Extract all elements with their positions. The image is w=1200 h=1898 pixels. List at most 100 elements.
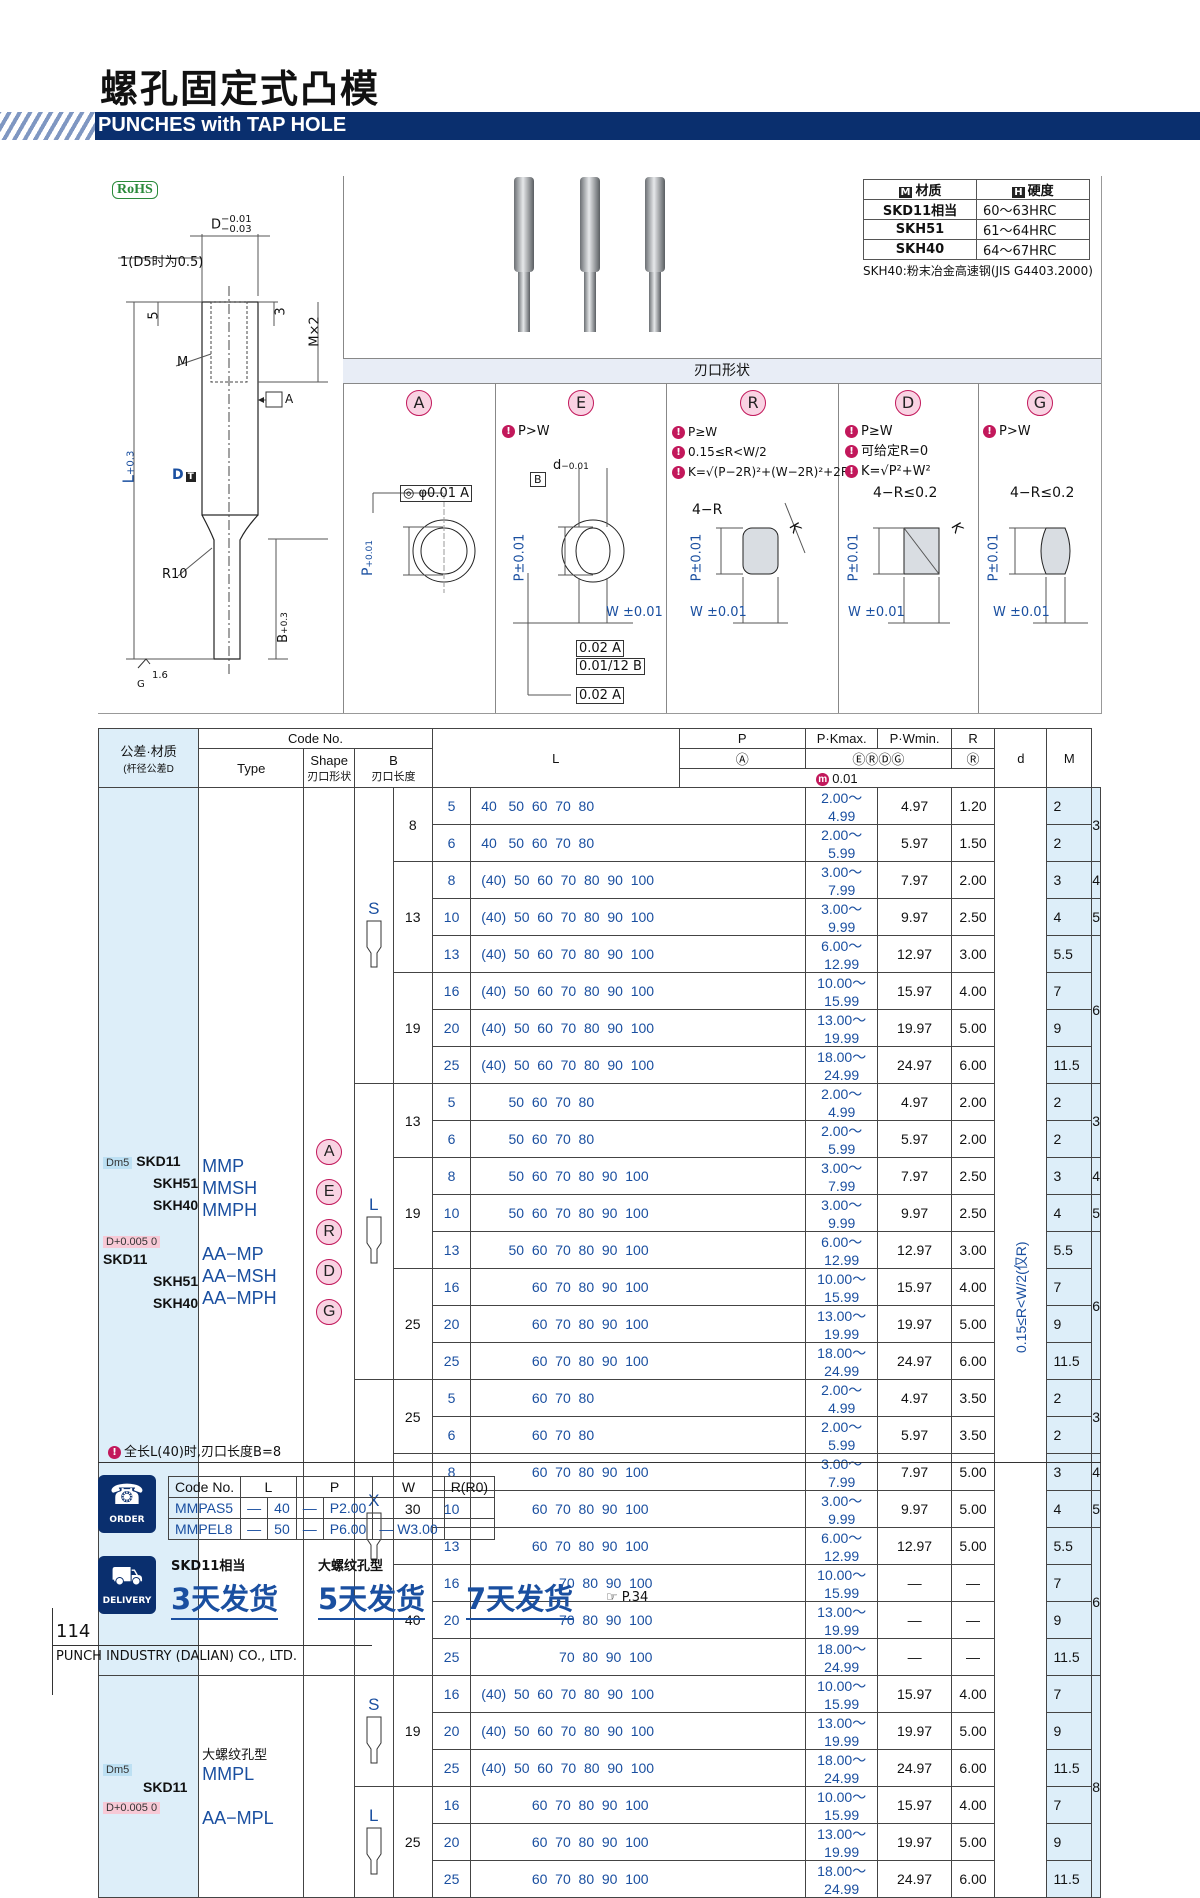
d-cell: 7 bbox=[1046, 1268, 1093, 1307]
length-cell: (40) 50 60 70 80 90 100 bbox=[470, 972, 806, 1011]
p-range-cell: 2.00～ 5.99 bbox=[804, 824, 879, 863]
d-cell: 7 bbox=[1046, 1786, 1093, 1825]
p-range-cell: 2.00～ 4.99 bbox=[804, 1379, 879, 1418]
d-cell: 9 bbox=[1046, 1823, 1093, 1862]
shape-cell bbox=[303, 1675, 356, 1898]
d-cell: 11.5 bbox=[1046, 1638, 1093, 1677]
length-cell: (40) 50 60 70 80 90 100 bbox=[470, 1009, 806, 1048]
diameter-cell: 16 bbox=[431, 1675, 472, 1714]
shape-r-radius: 4−R bbox=[692, 502, 723, 518]
shape-d-badge: D bbox=[895, 390, 921, 416]
p-wmin-cell: — bbox=[950, 1601, 996, 1640]
p-kmax-cell: — bbox=[877, 1601, 952, 1640]
p-wmin-cell: 5.00 bbox=[950, 1453, 996, 1492]
p-range-cell: 2.00～ 5.99 bbox=[804, 1120, 879, 1159]
parallelism: 0.01/12 B bbox=[576, 658, 645, 675]
diameter-cell: 25 bbox=[431, 1638, 472, 1677]
p-kmax-cell: 5.97 bbox=[877, 1416, 952, 1455]
diameter-cell: 25 bbox=[431, 1860, 472, 1898]
diameter-cell: 20 bbox=[431, 1305, 472, 1344]
p-wmin-cell: 2.50 bbox=[950, 1194, 996, 1233]
order-icon: ☎ORDER bbox=[98, 1475, 156, 1533]
length-cell: 40 50 60 70 80 bbox=[470, 824, 806, 863]
p-wmin-cell: 6.00 bbox=[950, 1342, 996, 1381]
diameter-cell: 25 bbox=[431, 1046, 472, 1085]
d-cell: 2 bbox=[1046, 1379, 1093, 1418]
page-reference-link[interactable]: ☞ P.34 bbox=[606, 1590, 649, 1605]
p-wmin-cell: 5.00 bbox=[950, 1712, 996, 1751]
diameter-cell: 10 bbox=[431, 1194, 472, 1233]
dim-b: B+0.3 bbox=[275, 612, 291, 643]
rohs-badge: RoHS bbox=[112, 181, 158, 199]
p-kmax-cell: 4.97 bbox=[877, 1083, 952, 1122]
shape-d-p: P±0.01 bbox=[846, 533, 862, 582]
d-cell: 4 bbox=[1046, 1490, 1093, 1529]
shape-e-w: W ±0.01 bbox=[606, 605, 663, 620]
p-range-cell: 3.00～ 7.99 bbox=[804, 861, 879, 900]
p-range-cell: 10.00～15.99 bbox=[804, 1675, 879, 1714]
p-wmin-cell: 2.00 bbox=[950, 1120, 996, 1159]
p-range-cell: 18.00～24.99 bbox=[804, 1342, 879, 1381]
blade-length-cell: 25 bbox=[392, 1379, 433, 1455]
p-kmax-cell: 19.97 bbox=[877, 1305, 952, 1344]
shape-g-p: P±0.01 bbox=[986, 533, 1002, 582]
p-kmax-cell: 9.97 bbox=[877, 898, 952, 937]
p-kmax-cell: 7.97 bbox=[877, 861, 952, 900]
shape-d-notes: !P≥W !可给定R=0 !K=√P²+W² bbox=[845, 422, 931, 482]
shape-r-w: W ±0.01 bbox=[690, 605, 747, 620]
banner-stripes bbox=[0, 112, 95, 140]
m-cell: 4 bbox=[1091, 1453, 1101, 1492]
length-cell: (40) 50 60 70 80 90 100 bbox=[470, 1712, 806, 1751]
p-range-cell: 13.00～19.99 bbox=[804, 1712, 879, 1751]
p-range-cell: 18.00～24.99 bbox=[804, 1046, 879, 1085]
title-banner bbox=[0, 112, 1200, 140]
shape-a-badge: A bbox=[406, 390, 432, 416]
p-range-cell: 3.00～ 9.99 bbox=[804, 898, 879, 937]
p-wmin-cell: 2.00 bbox=[950, 861, 996, 900]
p-range-cell: 10.00～15.99 bbox=[804, 1564, 879, 1603]
shape-g-notes: !P>W bbox=[983, 422, 1031, 442]
footer-rule bbox=[52, 1608, 53, 1695]
m-cell: 6 bbox=[1091, 935, 1101, 1085]
p-kmax-cell: 15.97 bbox=[877, 972, 952, 1011]
p-range-cell: 13.00～19.99 bbox=[804, 1009, 879, 1048]
flatness-2: 0.02 A bbox=[576, 687, 624, 704]
diameter-cell: 20 bbox=[431, 1823, 472, 1862]
punch-profile-icon bbox=[366, 1216, 382, 1264]
length-cell: (40) 50 60 70 80 90 100 bbox=[470, 898, 806, 937]
shape-e-badge: E bbox=[568, 390, 594, 416]
length-cell: 50 60 70 80 bbox=[470, 1120, 806, 1159]
diameter-cell: 25 bbox=[431, 1342, 472, 1381]
p-wmin-cell: 6.00 bbox=[950, 1749, 996, 1788]
shape-a-tolerance: ◎ φ0.01 A bbox=[400, 485, 473, 502]
shape-g-badge: G bbox=[1027, 390, 1053, 416]
shape-a-p: P+0.01 bbox=[360, 539, 377, 577]
diameter-cell: 8 bbox=[431, 861, 472, 900]
p-range-cell: 18.00～24.99 bbox=[804, 1638, 879, 1677]
length-cell: 50 60 70 80 90 100 bbox=[470, 1157, 806, 1196]
p-kmax-cell: 24.97 bbox=[877, 1342, 952, 1381]
product-photo bbox=[514, 177, 665, 332]
shape-profile-cell: S bbox=[354, 1675, 394, 1788]
d-cell: 4 bbox=[1046, 898, 1093, 937]
shape-profile-cell: S bbox=[354, 787, 394, 1085]
length-cell: 60 70 80 90 100 bbox=[470, 1342, 806, 1381]
dim-d: D−0.01−0.03 bbox=[211, 214, 252, 235]
p-range-cell: 2.00～ 5.99 bbox=[804, 1416, 879, 1455]
length-cell: 60 70 80 90 100 bbox=[470, 1490, 806, 1529]
p-range-cell: 3.00～ 9.99 bbox=[804, 1194, 879, 1233]
shape-d-w: W ±0.01 bbox=[848, 605, 905, 620]
p-range-cell: 18.00～24.99 bbox=[804, 1860, 879, 1898]
diameter-cell: 8 bbox=[431, 1157, 472, 1196]
p-range-cell: 10.00～15.99 bbox=[804, 1268, 879, 1307]
